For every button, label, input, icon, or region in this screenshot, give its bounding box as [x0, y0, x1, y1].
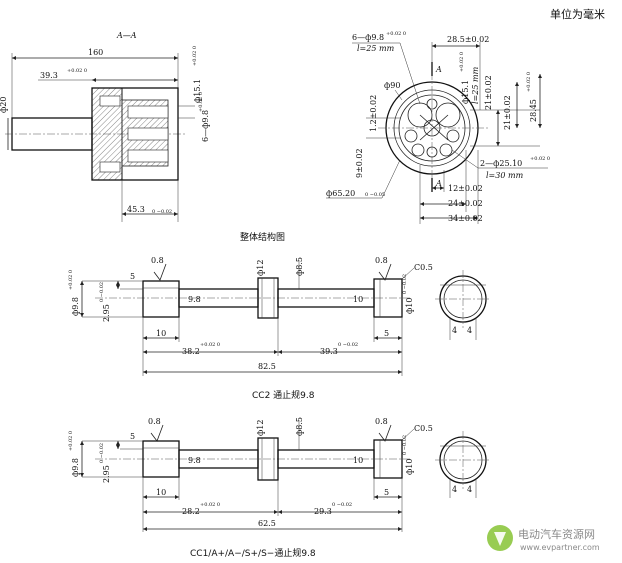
- end-holes-6x-tol: +0.02 0: [386, 31, 406, 37]
- g1-dia-right-tol: 0 −0.02: [402, 274, 408, 294]
- g2-dim-5b: 5: [384, 488, 389, 497]
- g2-total: 62.5: [258, 519, 276, 528]
- g2-dim-28: 28.2: [182, 507, 200, 516]
- g1-dim-4b: 4: [467, 326, 472, 335]
- end-dim-28-45: 28.45: [529, 99, 538, 122]
- end-dim-28-5: 28.5±0.02: [447, 35, 489, 44]
- g1-dia-right: ф10: [405, 298, 414, 314]
- section-mark-bottom: A: [435, 179, 442, 188]
- end-dim-34: 34±0.02: [448, 214, 483, 223]
- holes-6x-9-8-tol: +0.02 0: [198, 92, 204, 112]
- g1-dim-10: 10: [156, 329, 166, 338]
- g1-dim-39: 39.3: [320, 347, 338, 356]
- end-dia-15-1: ф15.1: [461, 80, 470, 104]
- section-label: A—A: [116, 31, 137, 40]
- end-dia-65: ф65.20: [326, 189, 355, 198]
- end-holes-2x-tol: +0.02 0: [530, 156, 550, 162]
- g2-dia-left-tol: +0.02 0: [68, 431, 74, 451]
- g1-len-10: 10: [353, 295, 363, 304]
- gauge-cc1: 0.8 0.8 C0.5 ф12 ф8.5 ф9.8 +0.02 0 5 2.9…: [68, 417, 491, 559]
- g2-dia-right-tol: 0 −0.02: [402, 435, 408, 455]
- g1-chamfer: C0.5: [414, 263, 433, 272]
- g2-len-10: 10: [353, 456, 363, 465]
- g2-dim-2-95: 2.95: [102, 465, 111, 483]
- g2-dim-28-tol: +0.02 0: [200, 502, 220, 508]
- watermark-url: www.evpartner.com: [520, 543, 600, 552]
- g1-dia-8-5: ф8.5: [295, 257, 304, 276]
- g2-roughness-left: 0.8: [148, 417, 161, 426]
- dim-45-3: 45.3: [127, 205, 145, 214]
- dim-45-3-tol: 0 −0.02: [152, 209, 172, 215]
- dim-39-3-tol: +0.02 0: [67, 68, 87, 74]
- end-dia-65-tol: 0 −0.05: [365, 192, 385, 198]
- g2-dim-4a: 4: [452, 485, 457, 494]
- dia-15-1: ф15.1: [193, 79, 202, 103]
- g1-dim-2-95-tol: 0 −0.02: [99, 282, 105, 302]
- watermark-name: 电动汽车资源网: [518, 527, 595, 541]
- end-holes-2x: 2—ф25.10: [480, 159, 522, 168]
- g2-dim-10: 10: [156, 488, 166, 497]
- end-dim-24: 24±0.02: [448, 199, 483, 208]
- g1-roughness-left: 0.8: [151, 256, 164, 265]
- g1-dim-39-tol: 0 −0.02: [338, 342, 358, 348]
- end-dia-90: ф90: [384, 81, 400, 90]
- holes-6x-9-8: 6—ф9.8: [201, 110, 210, 142]
- overall-title: 整体结构图: [240, 231, 285, 243]
- g2-dim-29: 29.3: [314, 507, 332, 516]
- dim-total-160: 160: [88, 48, 103, 57]
- section-view: A—A 160 39.3 +0.02 0 ф20 ф15.1 +0.02 0 6…: [0, 31, 210, 222]
- end-view: A A 6—ф9.8 +0.02 0 l=25 mm 28.5±0.02 ф90…: [326, 31, 550, 224]
- g2-roughness-right: 0.8: [375, 417, 388, 426]
- end-dim-1-2: 1.2±0.02: [369, 95, 378, 132]
- dia-15-1-tol: +0.02 0: [192, 46, 198, 66]
- g2-dim-29-tol: 0 −0.02: [332, 502, 352, 508]
- end-depth-30: l=30 mm: [486, 171, 524, 180]
- end-dim-21b: 21±0.02: [503, 95, 512, 130]
- gauge-cc2: 0.8 0.8 C0.5 ф12 ф8.5 ф9.8 +0.02 0 5 2.9…: [68, 256, 491, 401]
- end-holes-6x: 6—ф9.8: [352, 33, 384, 42]
- g1-dim-38: 38.2: [182, 347, 200, 356]
- g2-len-9-8: 9.8: [188, 456, 201, 465]
- g2-dia-8-5: ф8.5: [295, 417, 304, 436]
- g1-dim-4a: 4: [452, 326, 457, 335]
- g2-dia-12: ф12: [256, 420, 265, 436]
- end-dim-12: 12±0.02: [448, 184, 483, 193]
- end-dim-28-45-tol: +0.02 0: [526, 72, 532, 92]
- g2-dim-4b: 4: [467, 485, 472, 494]
- g2-caption: CC1/A+/A−/S+/S−通止规9.8: [190, 547, 316, 559]
- dia-20: ф20: [0, 97, 8, 113]
- end-depth-25: l=25 mm: [357, 44, 395, 53]
- g1-dim-5b: 5: [384, 329, 389, 338]
- end-dim-21a: 21±0.02: [484, 75, 493, 110]
- end-dia-15-1-tol: +0.02 0: [459, 52, 465, 72]
- g1-total: 82.5: [258, 362, 276, 371]
- g2-dia-left: ф9.8: [71, 458, 80, 477]
- section-mark-top: A: [435, 65, 442, 74]
- g2-dim-2-95-tol: 0 −0.02: [99, 443, 105, 463]
- g1-dia-12: ф12: [256, 260, 265, 276]
- g1-dim-5a: 5: [130, 272, 135, 281]
- g1-roughness-right: 0.8: [375, 256, 388, 265]
- end-dim-9: 9±0.02: [355, 148, 364, 178]
- g1-dia-left: ф9.8: [71, 297, 80, 316]
- g2-dia-right: ф10: [405, 459, 414, 475]
- g2-chamfer: C0.5: [414, 424, 433, 433]
- g1-caption: CC2 通止规9.8: [252, 389, 315, 401]
- unit-note: 单位为毫米: [550, 7, 605, 21]
- end-depth-25b: l=25 mm: [471, 66, 480, 104]
- dim-39-3: 39.3: [40, 71, 58, 80]
- g2-dim-5a: 5: [130, 432, 135, 441]
- watermark: 电动汽车资源网 www.evpartner.com: [487, 525, 600, 552]
- g1-dim-38-tol: +0.02 0: [200, 342, 220, 348]
- g1-len-9-8: 9.8: [188, 295, 201, 304]
- g1-dia-left-tol: +0.02 0: [68, 270, 74, 290]
- g1-dim-2-95: 2.95: [102, 304, 111, 322]
